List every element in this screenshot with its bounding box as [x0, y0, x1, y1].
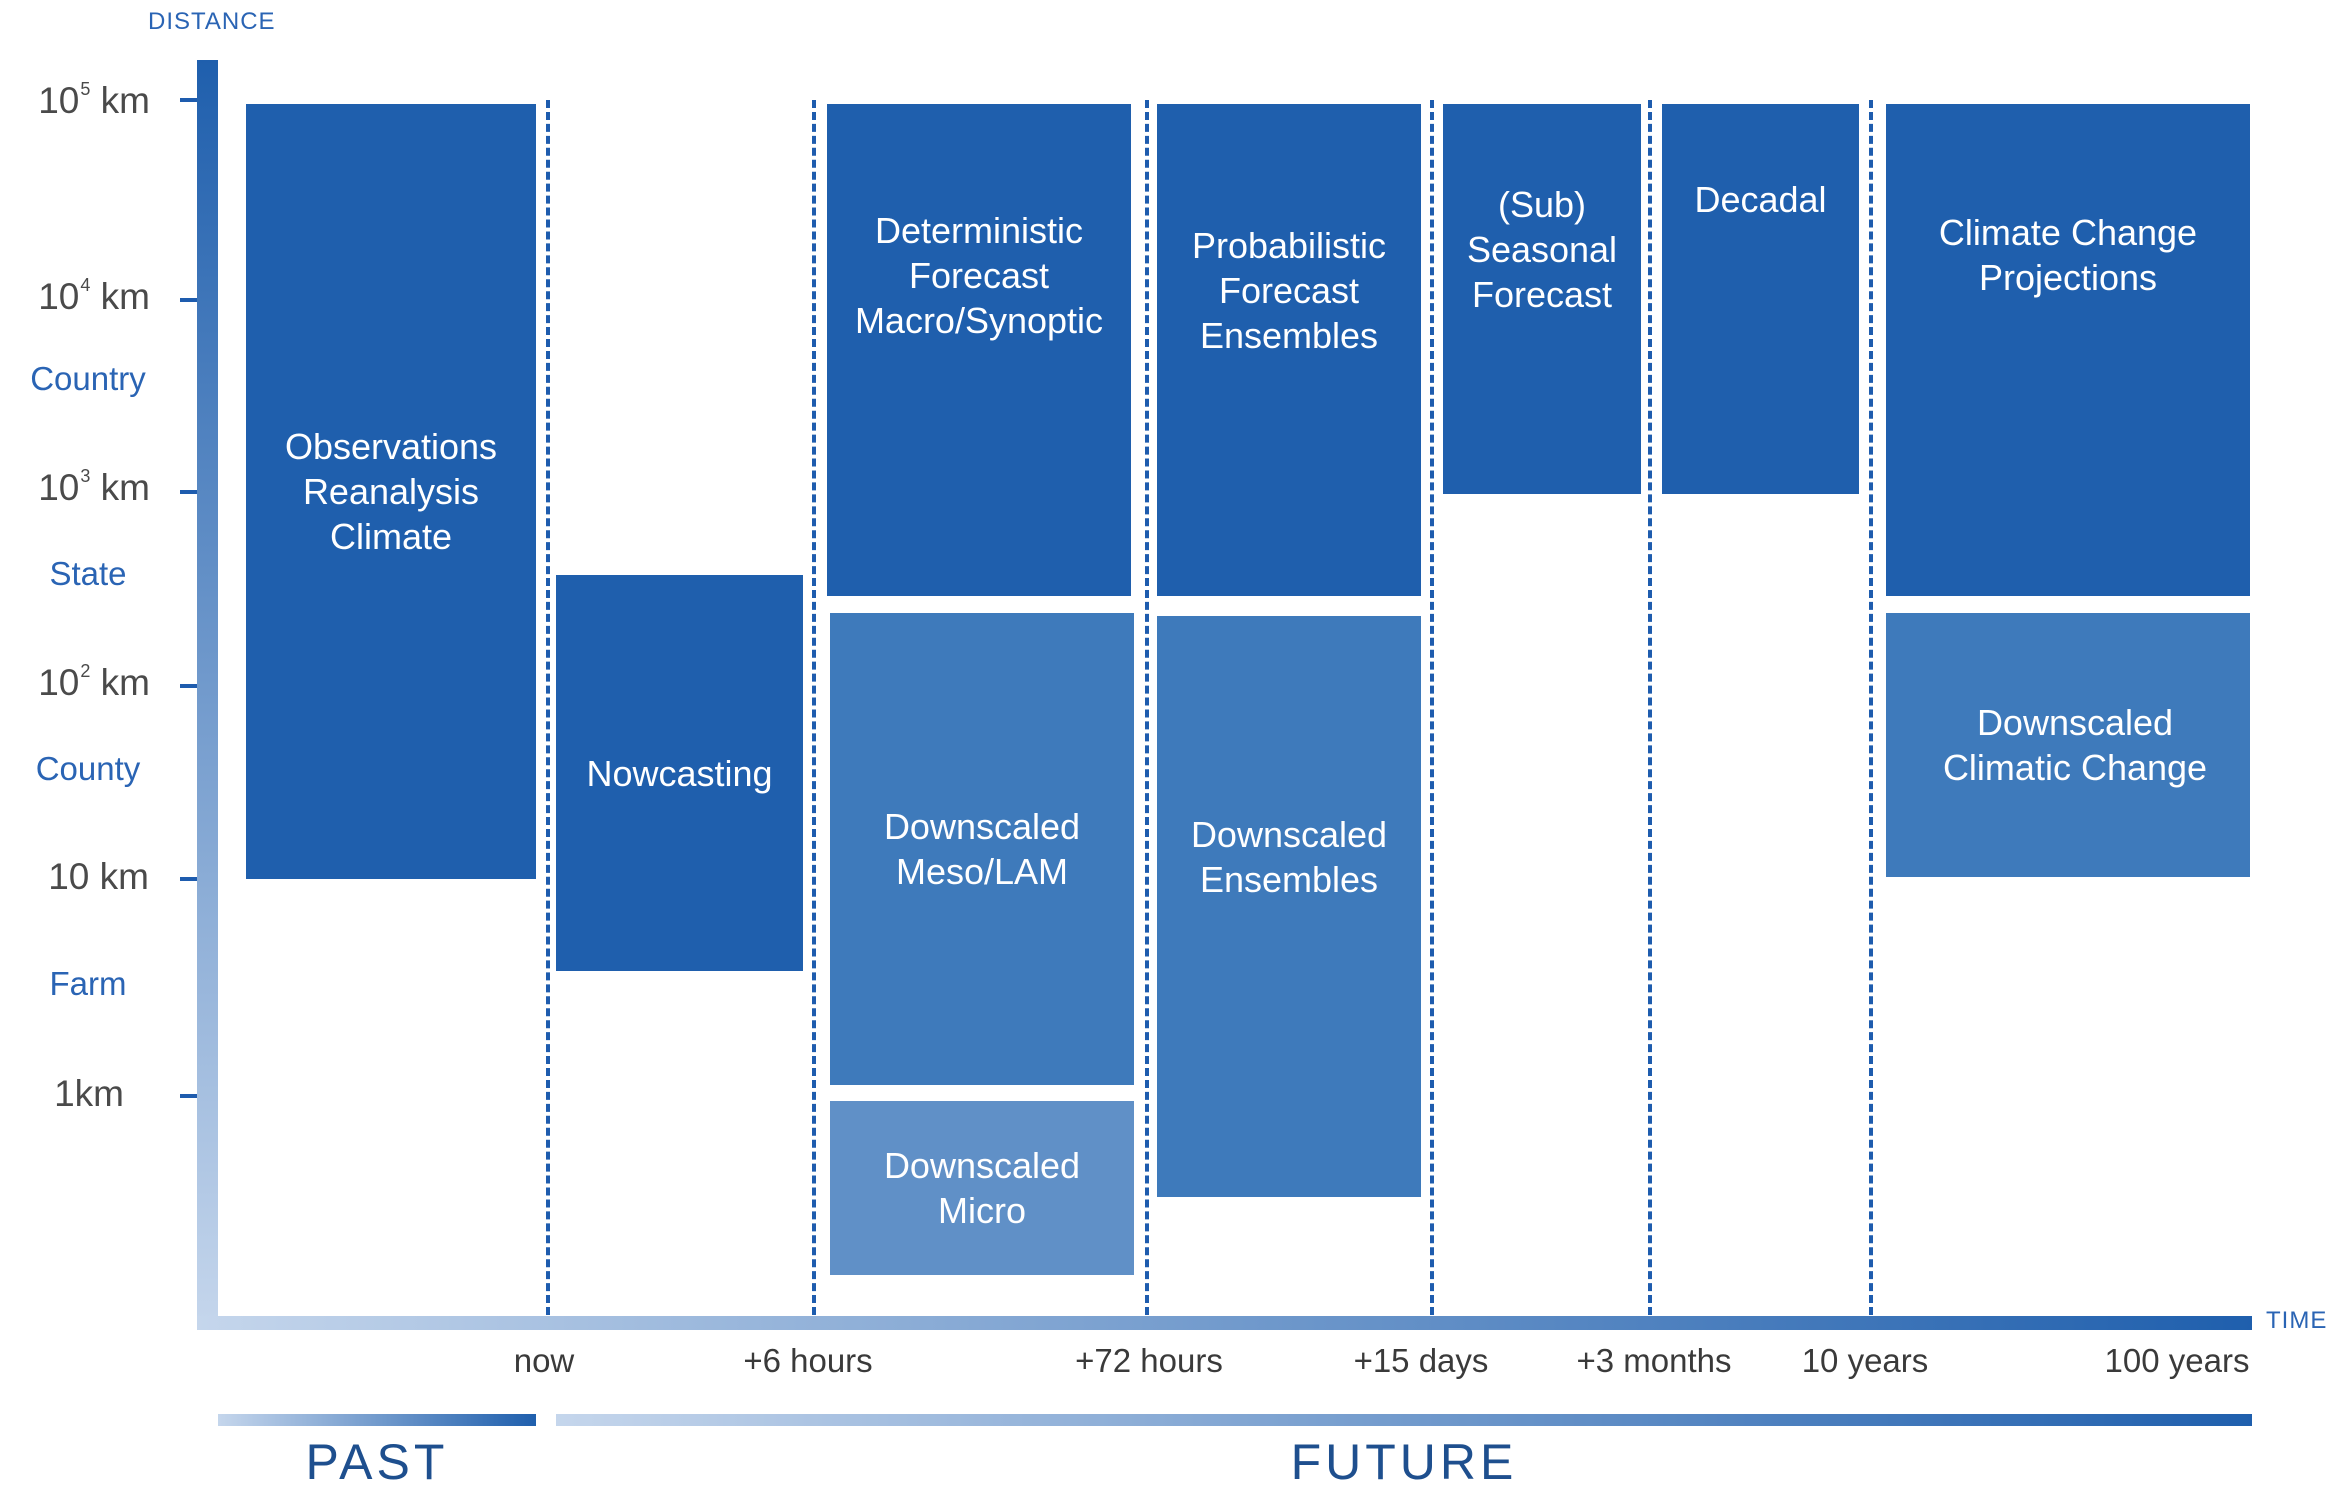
y-tick-label: 102 km [38, 661, 150, 703]
region-label-state: State [49, 555, 127, 592]
y-tick-label: 104 km [38, 275, 150, 317]
time-separator [1648, 100, 1652, 1315]
y-tick-mark [180, 298, 197, 302]
box-decadal: Decadal [1662, 104, 1859, 494]
region-label-farm: Farm [49, 965, 127, 1002]
x-tick-label: +6 hours [743, 1342, 873, 1379]
box-downscaled-micro: Downscaled Micro [830, 1101, 1134, 1275]
y-tick-label: 105 km [38, 79, 150, 121]
box-deterministic-forecast: Deterministic Forecast Macro/Synoptic [827, 104, 1131, 596]
box-climate-change-projections: Climate Change Projections [1886, 104, 2250, 596]
x-tick-label: 10 years [1801, 1342, 1929, 1379]
x-axis-line [197, 1316, 2252, 1330]
past-label: PAST [305, 1434, 449, 1490]
past-bar [218, 1414, 536, 1426]
box-seasonal-forecast: (Sub) Seasonal Forecast [1443, 104, 1641, 494]
y-tick-label: 10 km [48, 856, 149, 897]
region-label-country: Country [30, 360, 146, 397]
x-tick-label: +72 hours [1075, 1342, 1223, 1379]
time-separator [1145, 100, 1149, 1315]
x-tick-label: +15 days [1353, 1342, 1489, 1379]
time-separator [1430, 100, 1434, 1315]
x-tick-label: 100 years [2104, 1342, 2250, 1379]
y-tick-mark [180, 877, 197, 881]
future-label: FUTURE [1290, 1434, 1518, 1490]
y-tick-mark [180, 98, 197, 102]
y-axis-title: DISTANCE [148, 8, 276, 35]
x-tick-label: now [513, 1342, 575, 1379]
x-axis-title: TIME [2266, 1307, 2328, 1334]
box-downscaled-ensembles: Downscaled Ensembles [1157, 616, 1421, 1197]
box-downscaled-climatic-change: Downscaled Climatic Change [1886, 613, 2250, 877]
y-tick-mark [180, 1094, 197, 1098]
box-nowcasting: Nowcasting [556, 575, 803, 971]
x-tick-label: +3 months [1576, 1342, 1732, 1379]
time-separator [1869, 100, 1873, 1315]
y-tick-mark [180, 490, 197, 494]
y-tick-mark [180, 684, 197, 688]
y-tick-label: 1km [54, 1073, 124, 1114]
time-separator [546, 100, 550, 1315]
box-observations: Observations Reanalysis Climate [246, 104, 536, 879]
region-label-county: County [35, 750, 141, 787]
y-tick-label: 103 km [38, 466, 150, 508]
box-probabilistic-forecast: Probabilistic Forecast Ensembles [1157, 104, 1421, 596]
box-downscaled-meso: Downscaled Meso/LAM [830, 613, 1134, 1085]
y-axis-line [197, 60, 218, 1328]
time-separator [812, 100, 816, 1315]
future-bar [556, 1414, 2252, 1426]
